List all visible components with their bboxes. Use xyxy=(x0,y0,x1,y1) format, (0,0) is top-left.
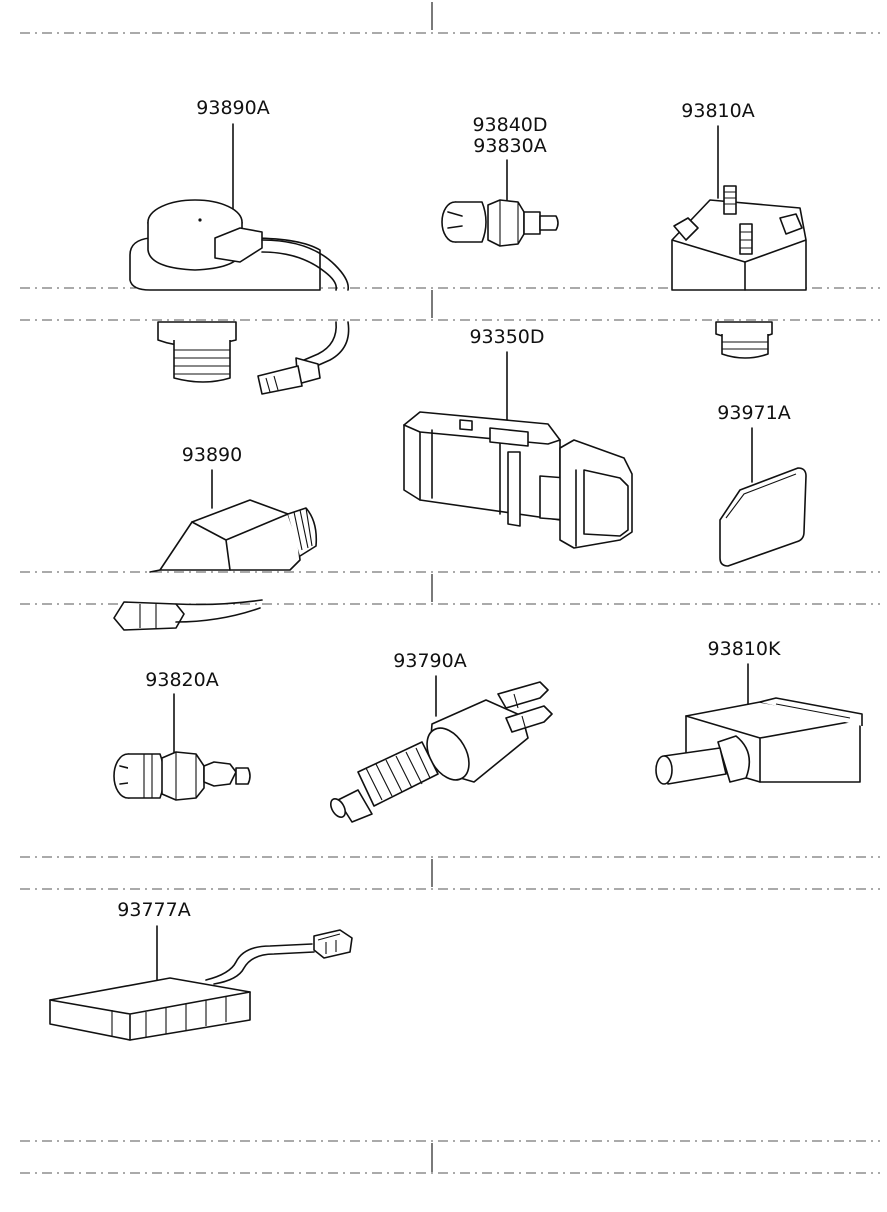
label-93890A: 93890A xyxy=(196,97,269,119)
part-93810A: 93810A xyxy=(671,100,807,359)
part-93971A: 93971A xyxy=(717,402,807,567)
label-93840D: 93840D xyxy=(472,114,547,136)
label-93777A: 93777A xyxy=(117,899,190,921)
part-93890: 93890 xyxy=(113,444,318,631)
label-93350D: 93350D xyxy=(469,326,544,348)
label-93971A: 93971A xyxy=(717,402,790,424)
part-93820A: 93820A xyxy=(113,669,251,801)
label-93890: 93890 xyxy=(182,444,242,466)
part-93810K: 93810K xyxy=(655,638,863,785)
label-93820A: 93820A xyxy=(145,669,218,691)
label-93810A: 93810A xyxy=(681,100,754,122)
part-93840D-93830A: 93840D 93830A xyxy=(441,114,559,247)
part-93790A: 93790A xyxy=(329,650,553,823)
part-93777A: 93777A xyxy=(49,899,353,1041)
part-93350D: 93350D xyxy=(403,326,633,549)
label-93790A: 93790A xyxy=(393,650,466,672)
separator-lines xyxy=(20,2,880,1174)
label-93830A: 93830A xyxy=(473,135,546,157)
part-93890A: 93890A xyxy=(129,97,350,395)
label-93810K: 93810K xyxy=(708,638,781,660)
